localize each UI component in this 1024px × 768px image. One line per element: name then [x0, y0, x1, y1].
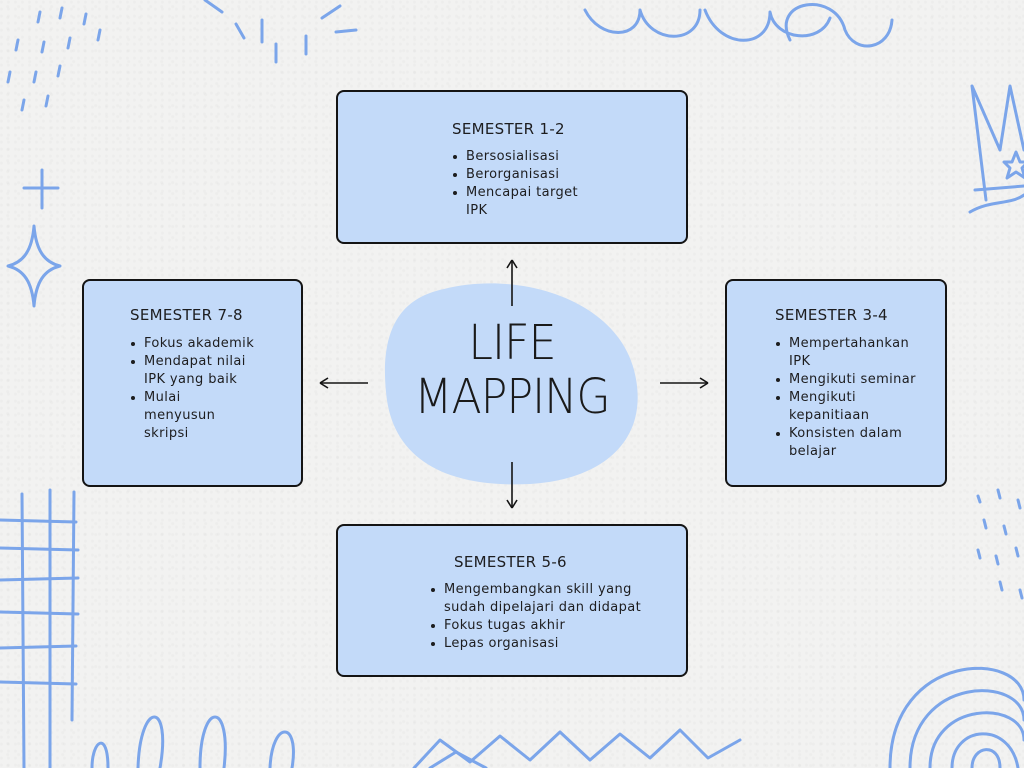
list-item: Konsisten dalam belajar	[775, 425, 920, 461]
sunburst-icon	[203, 0, 358, 64]
semester-7-8-box: SEMESTER 7-8 Fokus akademik Mendapat nil…	[82, 279, 303, 487]
loop-scribble-icon	[583, 3, 894, 48]
semester-1-2-box: SEMESTER 1-2 Bersosialisasi Berorganisas…	[336, 90, 688, 244]
box-title: SEMESTER 5-6	[454, 553, 567, 571]
item-list: Fokus akademik Mendapat nilai IPK yang b…	[130, 335, 264, 443]
list-item: Mengikuti seminar	[775, 371, 920, 389]
box-title: SEMESTER 1-2	[452, 120, 565, 138]
list-item: Mengembangkan skill yang sudah dipelajar…	[430, 581, 650, 617]
center-title: LIFE MAPPING	[384, 316, 640, 424]
bottom-loops-icon	[90, 715, 295, 768]
crown-scribble-icon	[968, 84, 1024, 214]
semester-3-4-box: SEMESTER 3-4 Mempertahankan IPK Mengikut…	[725, 279, 947, 487]
center-title-line1: LIFE	[468, 315, 556, 371]
list-item: Mulai menyusun skripsi	[130, 389, 234, 443]
list-item: Mempertahankan IPK	[775, 335, 920, 371]
list-item: Lepas organisasi	[430, 635, 650, 653]
arrow-left-icon	[319, 377, 368, 389]
arrow-right-icon	[660, 377, 709, 389]
box-title: SEMESTER 3-4	[775, 306, 888, 324]
grid-icon	[0, 488, 80, 768]
list-item: Mengikuti kepanitiaan	[775, 389, 920, 425]
dots-right-icon	[976, 488, 1024, 600]
sparkle-icon	[6, 224, 62, 308]
dots-top-left-icon	[6, 6, 102, 112]
center-title-line2: MAPPING	[414, 369, 610, 425]
list-item: Mendapat nilai IPK yang baik	[130, 353, 264, 389]
list-item: Mencapai target IPK	[452, 184, 582, 220]
list-item: Fokus tugas akhir	[430, 617, 650, 635]
item-list: Mengembangkan skill yang sudah dipelajar…	[430, 581, 650, 653]
arrow-down-icon	[506, 462, 518, 509]
star-icon	[1002, 150, 1024, 180]
rainbow-arcs-icon	[888, 666, 1024, 768]
item-list: Mempertahankan IPK Mengikuti seminar Men…	[775, 335, 920, 461]
semester-5-6-box: SEMESTER 5-6 Mengembangkan skill yang su…	[336, 524, 688, 677]
list-item: Berorganisasi	[452, 166, 582, 184]
arrow-up-icon	[506, 259, 518, 306]
item-list: Bersosialisasi Berorganisasi Mencapai ta…	[452, 148, 582, 220]
box-title: SEMESTER 7-8	[130, 306, 243, 324]
list-item: Fokus akademik	[130, 335, 264, 353]
list-item: Bersosialisasi	[452, 148, 582, 166]
